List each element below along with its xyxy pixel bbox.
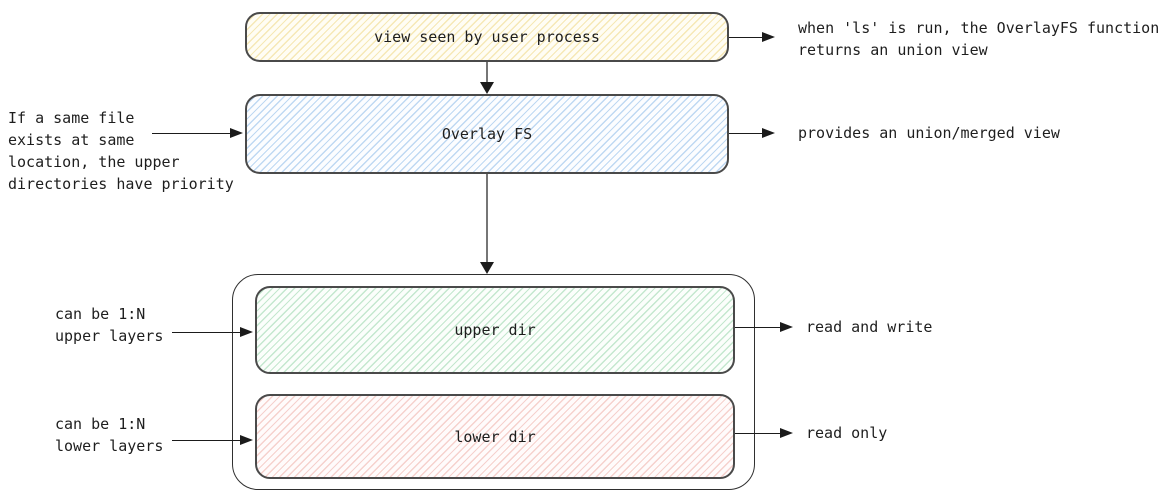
node-user-view: view seen by user process [245,12,729,62]
annotation-lower-right: read only [806,424,888,442]
arrow-note-to-upperdir [172,326,253,337]
annotation-upper-right: read and write [806,318,933,336]
annotation-upper-left: can be 1:N upper layers [55,305,164,345]
connector-overlay-to-layers [486,174,488,263]
node-lower-dir-label: lower dir [454,427,536,446]
arrow-userview-to-note [729,31,775,42]
node-upper-dir: upper dir [255,286,735,374]
node-upper-dir-label: upper dir [454,321,536,339]
node-lower-dir: lower dir [255,394,735,479]
annotation-lower-left: can be 1:N lower layers [55,415,164,455]
arrow-note-to-overlay [152,127,243,138]
connector-userview-to-overlay [486,62,488,84]
node-overlay-fs-label: Overlay FS [441,125,533,143]
arrow-note-to-lowerdir [172,434,253,445]
node-user-view-label: view seen by user process [374,28,600,46]
arrow-overlay-to-note [729,127,775,138]
arrowhead-down-icon [480,262,494,274]
arrowhead-down-icon [480,82,494,94]
arrow-upperdir-to-note [735,321,793,332]
annotation-user-view-right: when 'ls' is run, the OverlayFS function… [798,19,1160,59]
annotation-overlay-right: provides an union/merged view [798,124,1060,142]
arrow-lowerdir-to-note [735,427,793,438]
annotation-overlay-left: If a same file exists at same location, … [8,109,234,193]
node-overlay-fs: Overlay FS [245,94,729,174]
